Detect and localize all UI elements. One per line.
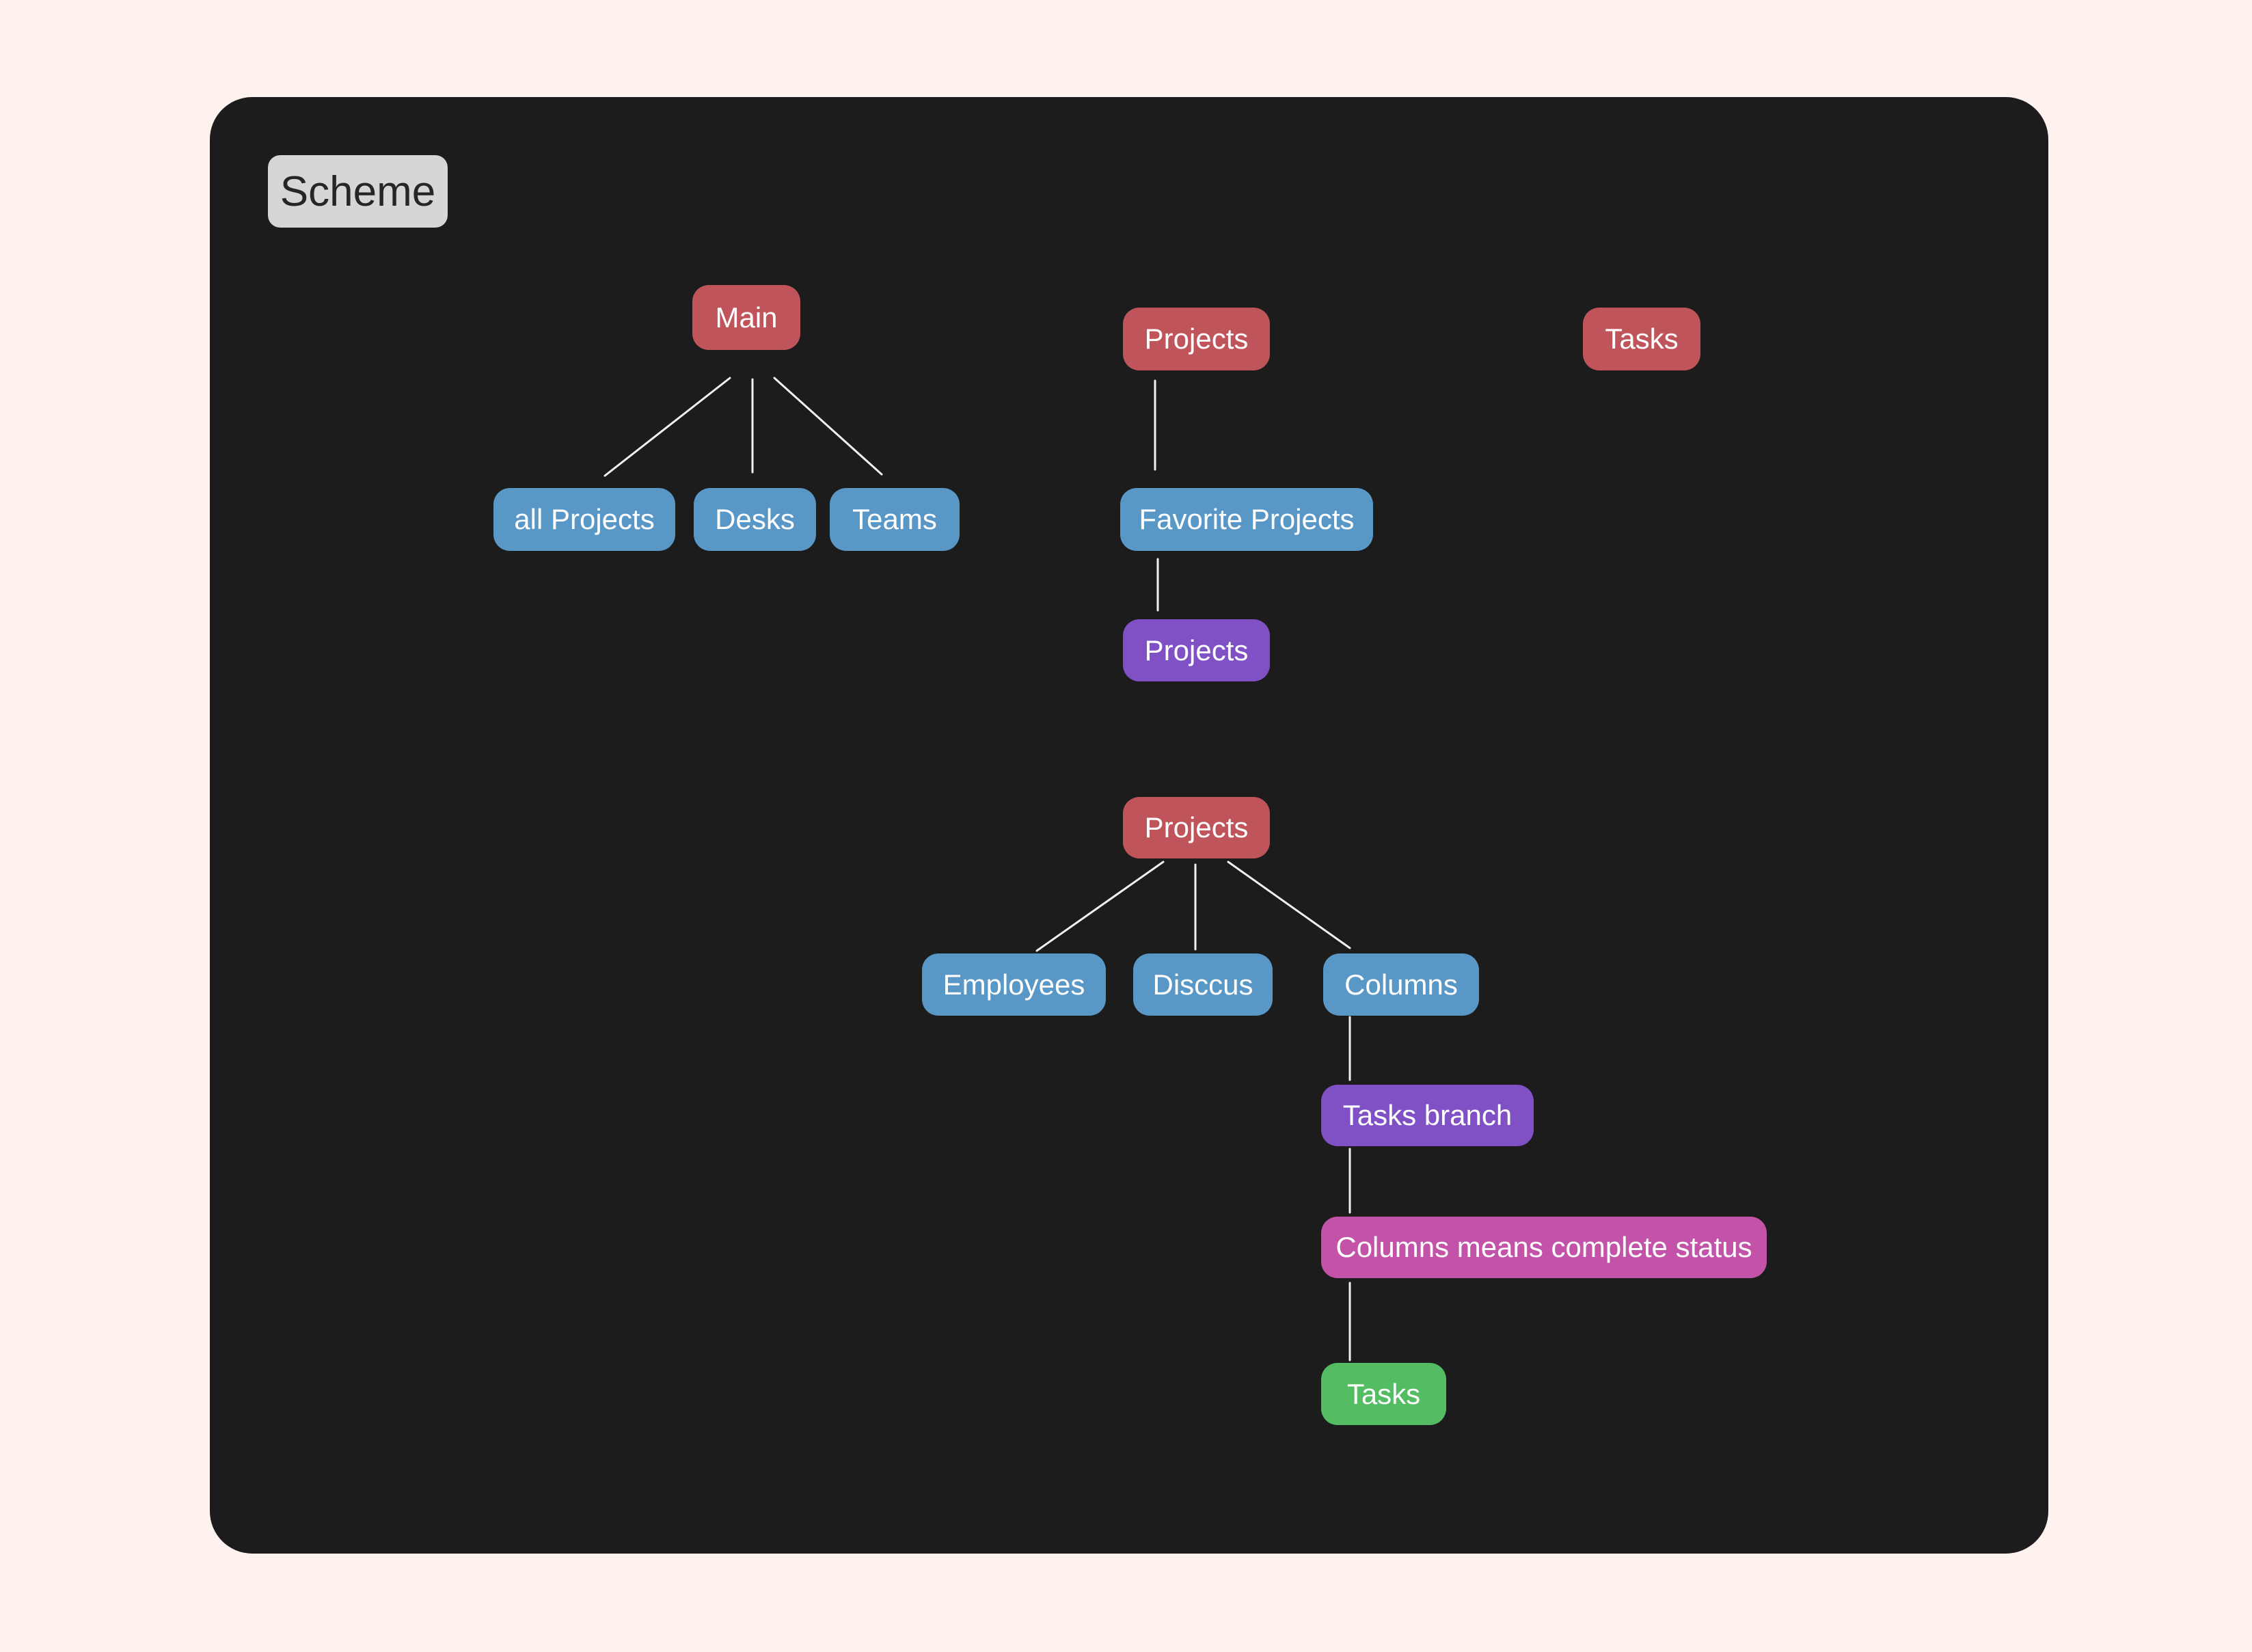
node-favorite-projects[interactable]: Favorite Projects	[1120, 488, 1373, 551]
node-main[interactable]: Main	[692, 285, 800, 350]
node-tasks-green[interactable]: Tasks	[1321, 1363, 1446, 1425]
node-columns-status[interactable]: Columns means complete status	[1321, 1217, 1767, 1278]
node-projects[interactable]: Projects	[1123, 308, 1270, 370]
node-projects-purple[interactable]: Projects	[1123, 619, 1270, 681]
node-desks[interactable]: Desks	[694, 488, 816, 551]
node-teams[interactable]: Teams	[830, 488, 960, 551]
node-tasks-branch[interactable]: Tasks branch	[1321, 1085, 1534, 1146]
node-tasks-top[interactable]: Tasks	[1583, 308, 1700, 370]
node-projects-detail[interactable]: Projects	[1123, 797, 1270, 858]
node-employees[interactable]: Employees	[922, 953, 1106, 1016]
node-disccus[interactable]: Disccus	[1133, 953, 1273, 1016]
frame-title-scheme[interactable]: Scheme	[268, 155, 448, 228]
node-all-projects[interactable]: all Projects	[493, 488, 675, 551]
node-columns[interactable]: Columns	[1323, 953, 1479, 1016]
